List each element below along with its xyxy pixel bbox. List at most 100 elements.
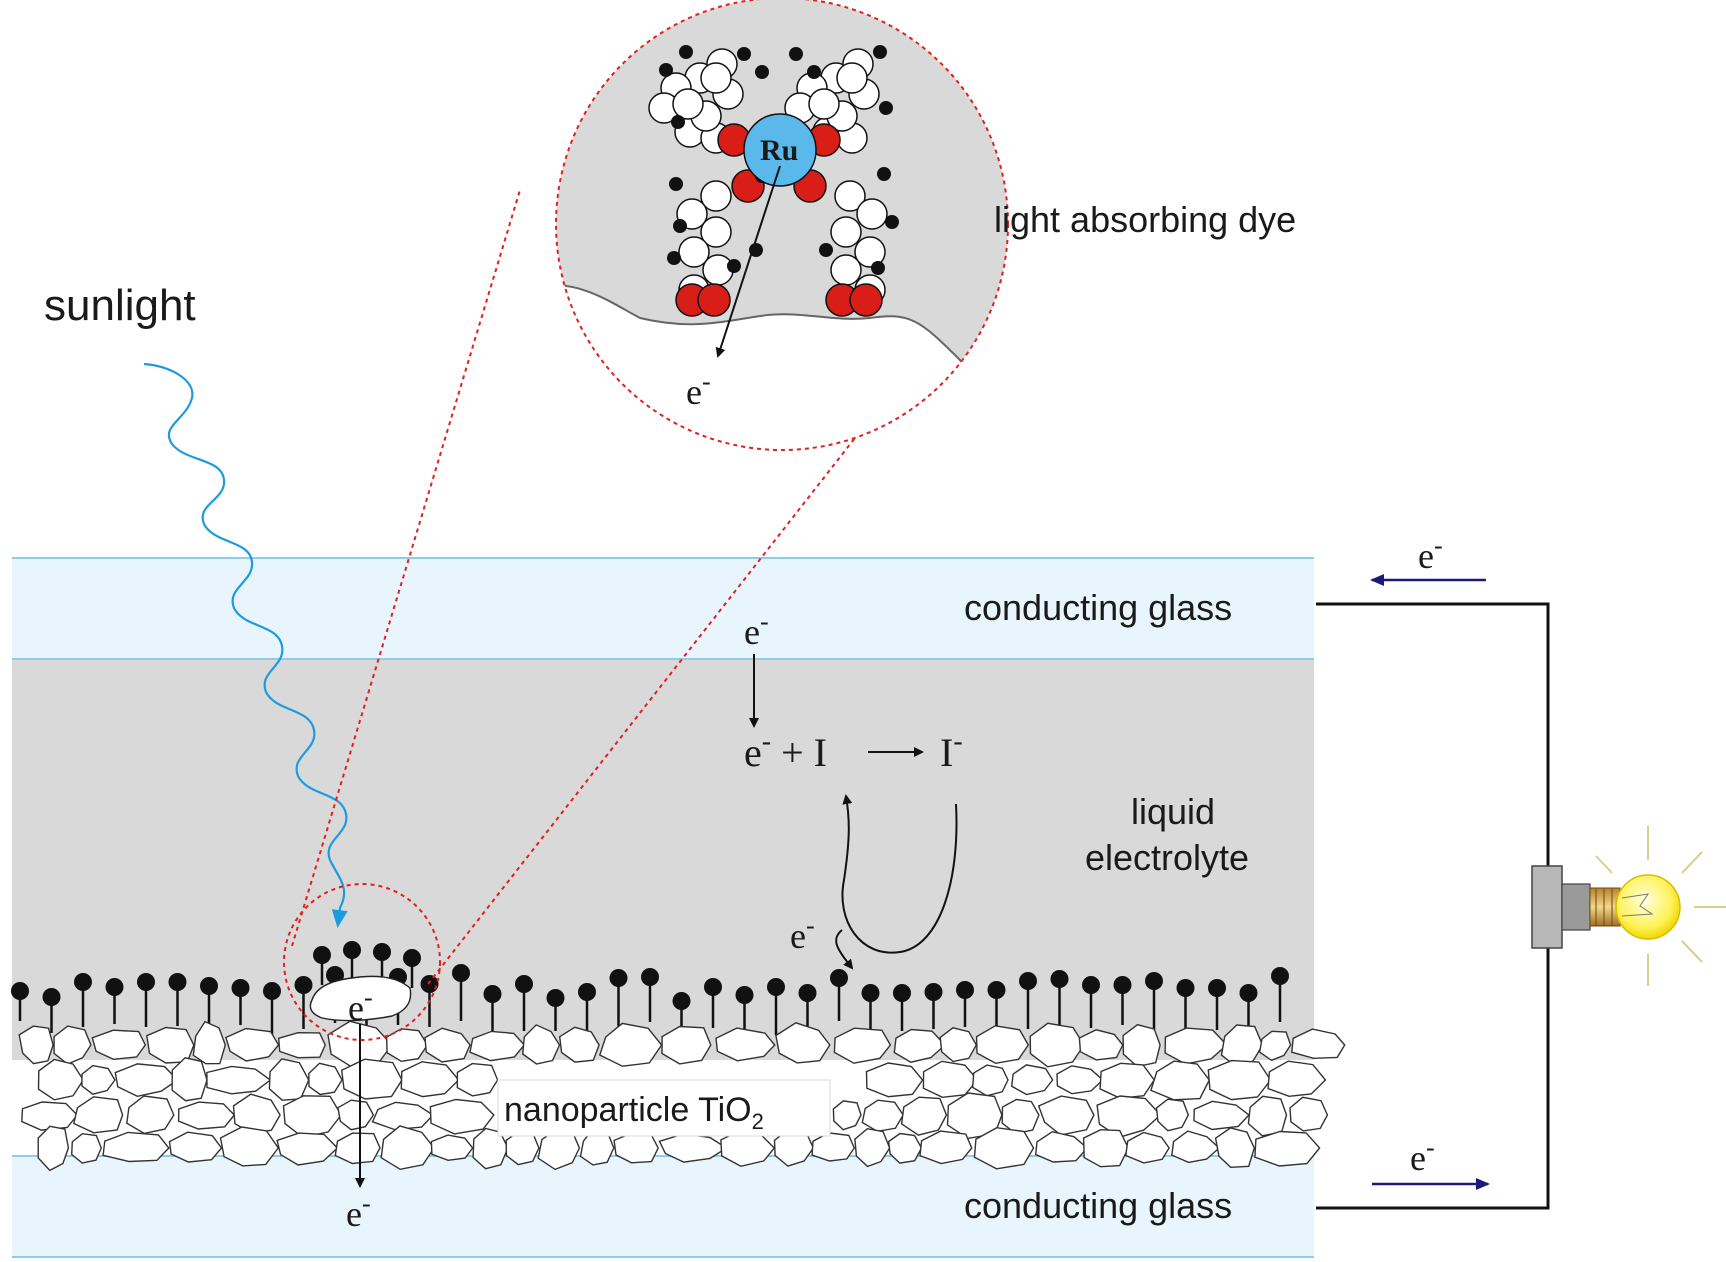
- dye-anchor: [1208, 979, 1226, 1030]
- tio2-grain: [1214, 1127, 1256, 1169]
- carbon-atom: [678, 236, 710, 268]
- carbon-atom: [834, 180, 866, 212]
- dye-anchor: [483, 985, 502, 1031]
- dye-anchor: [11, 982, 29, 1021]
- hydrogen-atom: [879, 101, 893, 115]
- dye-anchor: [1239, 984, 1258, 1030]
- tio2-grain: [1289, 1096, 1329, 1132]
- tio2-grain: [1082, 1128, 1130, 1168]
- dye-anchor: [1176, 979, 1195, 1032]
- tio2-grain: [177, 1101, 236, 1130]
- dye-anchor: [420, 975, 439, 1027]
- tio2-grain: [126, 1095, 175, 1135]
- dye-anchor: [137, 973, 155, 1027]
- dye-anchor: [403, 949, 421, 988]
- hydrogen-atom: [789, 47, 803, 61]
- dye-anchor: [798, 984, 817, 1030]
- dye-regeneration-electron: e-: [790, 911, 815, 956]
- tio2-grain: [70, 1132, 103, 1164]
- dye-anchor: [1271, 967, 1289, 1022]
- tio2-grain: [661, 1025, 712, 1065]
- svg-text:I-: I-: [940, 726, 963, 775]
- tio2-grain: [469, 1030, 526, 1062]
- carbon-atom: [856, 198, 888, 230]
- top-conducting-glass-layer: [12, 557, 1314, 660]
- tio2-grain: [558, 1026, 600, 1063]
- tio2-grain: [192, 1020, 227, 1065]
- ru-label: Ru: [760, 134, 798, 167]
- svg-text:e-+ I: e-+ I: [744, 726, 827, 775]
- tio2-grain: [21, 1101, 79, 1131]
- tio2-grain: [380, 1125, 435, 1171]
- tio2-grain: [102, 1131, 170, 1163]
- dye-anchor: [515, 975, 533, 1031]
- tio2-grain: [114, 1063, 179, 1098]
- zoom-circle-outline: [555, 0, 1009, 451]
- tio2-grain: [18, 1025, 54, 1065]
- tio2-grain: [1254, 1130, 1321, 1167]
- carbon-atom: [700, 216, 732, 248]
- tio2-grain: [171, 1057, 208, 1102]
- tio2-grain: [385, 1028, 429, 1063]
- tio2-grain: [308, 1062, 343, 1096]
- tio2-grain: [811, 1132, 856, 1162]
- tio2-grain: [268, 1058, 310, 1101]
- tio2-grain: [939, 1027, 978, 1063]
- tio2-grain: [81, 1064, 116, 1095]
- tio2-grain: [219, 1126, 280, 1167]
- reaction-equation: e-+ I I-: [744, 726, 963, 775]
- dye-anchor: [105, 978, 124, 1024]
- dye-anchor: [987, 981, 1006, 1032]
- tio2-grain: [900, 1096, 948, 1136]
- reaction-top-electron: e-: [744, 607, 769, 652]
- circuit-electron-top: e-: [1418, 531, 1443, 576]
- hydrogen-atom: [679, 45, 693, 59]
- electron-in-grain-label: e-: [348, 983, 373, 1028]
- tio2-grain: [37, 1125, 70, 1172]
- hydrogen-atom: [737, 47, 751, 61]
- tio2-grain: [1078, 1029, 1124, 1061]
- tio2-grain: [168, 1131, 223, 1163]
- bottom-glass-label: conducting glass: [964, 1185, 1232, 1226]
- sunlight-wave-icon: [143, 362, 348, 928]
- tio2-grain: [1125, 1131, 1170, 1164]
- dye-anchor: [1145, 972, 1163, 1030]
- hydrogen-atom: [749, 243, 763, 257]
- tio2-grain: [973, 1126, 1035, 1170]
- carbon-atom: [700, 62, 732, 94]
- tio2-grain: [456, 1062, 499, 1097]
- tio2-grain: [1029, 1022, 1085, 1068]
- dye-anchor: [924, 983, 943, 1029]
- carbon-atom: [830, 216, 862, 248]
- light-bulb-icon: [1531, 826, 1726, 986]
- dye-anchor: [294, 976, 313, 1029]
- hydrogen-atom: [755, 65, 769, 79]
- dye-anchor: [343, 941, 361, 980]
- carbon-atom: [854, 236, 886, 268]
- sunlight-label: sunlight: [44, 281, 196, 330]
- zoom-callout-lines: [283, 189, 931, 1041]
- tio2-grain: [337, 1099, 375, 1131]
- dye-anchor: [735, 986, 754, 1033]
- hydrogen-atom: [667, 251, 681, 265]
- tio2-grain: [1099, 1062, 1156, 1100]
- tio2-grain: [429, 1098, 495, 1135]
- dye-anchor: [1113, 976, 1132, 1025]
- oxygen-nitrogen-atom: [849, 283, 883, 317]
- tio2-grain: [715, 1027, 776, 1062]
- hydrogen-atom: [871, 261, 885, 275]
- tio2-grain: [861, 1099, 905, 1133]
- dye-anchor: [1019, 972, 1037, 1029]
- dye-anchor: [609, 969, 628, 1027]
- hydrogen-atom: [819, 243, 833, 257]
- tio2-grain: [91, 1029, 147, 1061]
- oxygen-nitrogen-atom: [697, 283, 731, 317]
- tio2-label: nanoparticle TiO2: [504, 1091, 764, 1134]
- tio2-grain: [1291, 1028, 1346, 1060]
- tio2-grain: [1267, 1060, 1327, 1098]
- tio2-grain: [1150, 1060, 1211, 1101]
- adsorbed-dye-molecules: [11, 941, 1289, 1035]
- dye-anchor: [704, 978, 722, 1028]
- tio2-label-group: nanoparticle TiO2: [497, 1079, 831, 1137]
